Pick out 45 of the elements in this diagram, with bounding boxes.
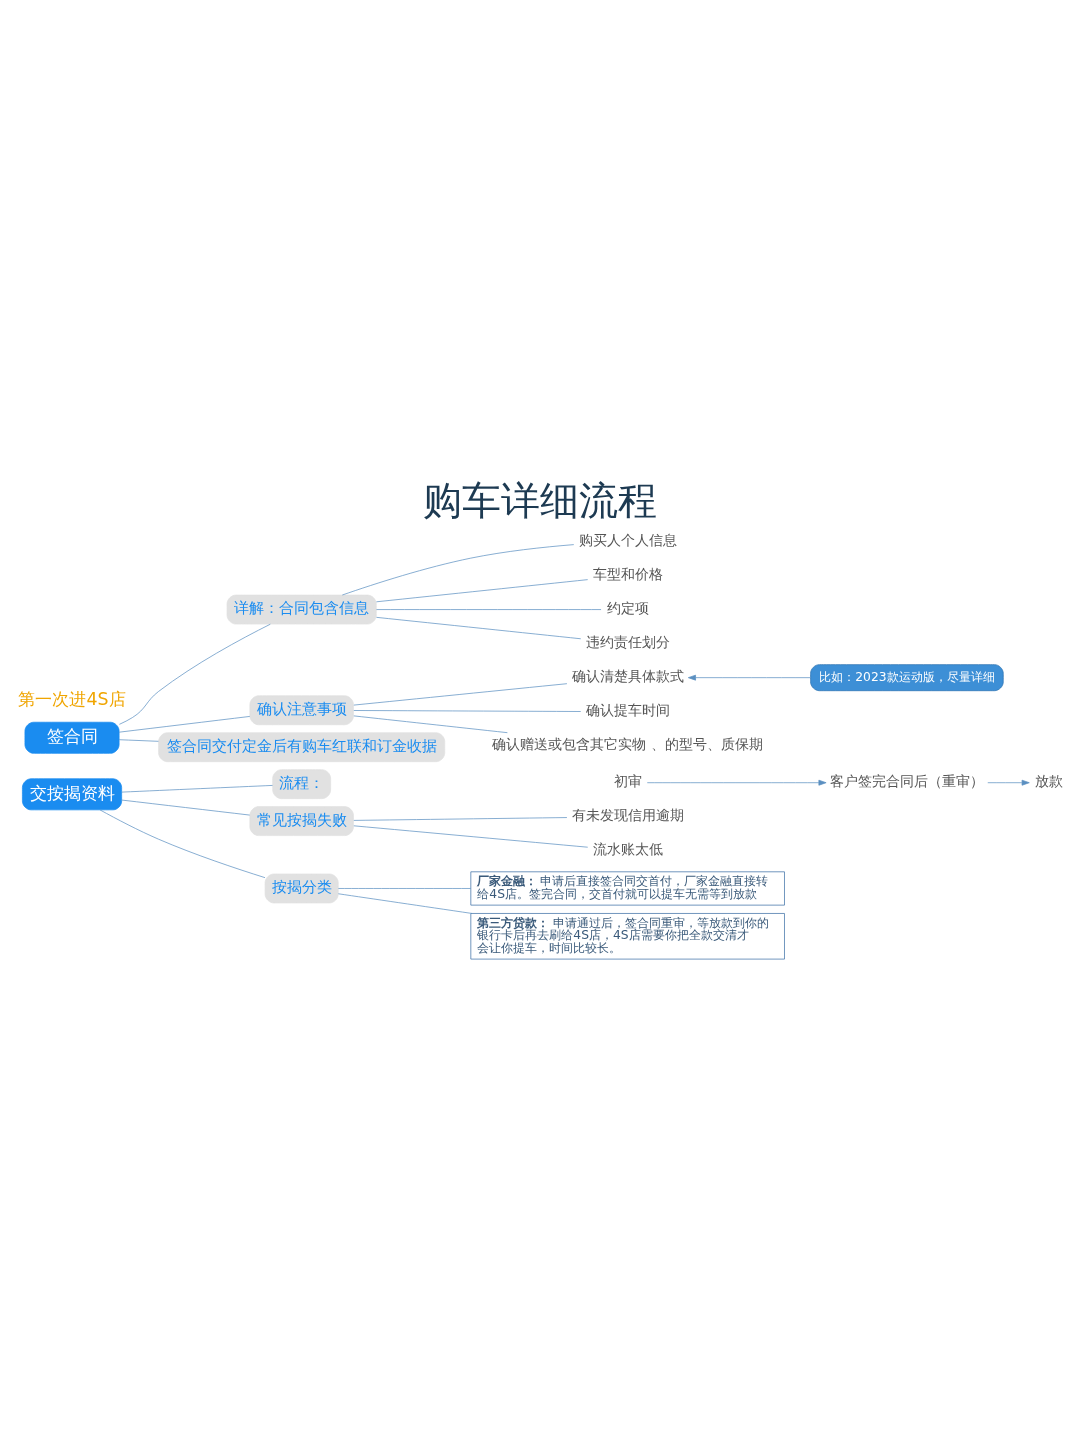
connector bbox=[353, 683, 568, 706]
node-box: 按揭分类 bbox=[264, 873, 339, 904]
node-box: 签合同交付定金后有购车红联和订金收据 bbox=[158, 732, 446, 763]
node-box: 确认注意事项 bbox=[249, 695, 354, 726]
connector bbox=[376, 609, 602, 610]
arrow bbox=[687, 674, 811, 681]
node-text: 购买人个人信息 bbox=[578, 531, 677, 548]
connector bbox=[353, 825, 589, 848]
node-text: 流水账太低 bbox=[592, 841, 663, 858]
connector bbox=[118, 716, 251, 733]
node-text: 车型和价格 bbox=[592, 565, 663, 582]
node-text: 违约责任划分 bbox=[585, 634, 670, 651]
node-box: 厂家金融： 申请后直接签合同交首付，厂家金融直接转给4S店。签完合同，交首付就可以提车无需等到放款 bbox=[470, 871, 785, 906]
node-box: 交按揭资料 bbox=[22, 778, 122, 811]
arrow bbox=[646, 779, 827, 786]
node-text: 确认清楚具体款式 bbox=[571, 668, 684, 685]
node-text: 约定项 bbox=[606, 599, 649, 616]
node-text: 初审 bbox=[613, 773, 642, 790]
node-text: 确认提车时间 bbox=[585, 702, 670, 719]
arrow bbox=[987, 779, 1030, 786]
connector bbox=[376, 579, 589, 603]
connector bbox=[121, 799, 251, 816]
node-text: 客户签完合同后（重审） bbox=[829, 773, 984, 790]
node-box: 详解：合同包含信息 bbox=[226, 594, 377, 625]
node-text: 确认赠送或包含其它实物 、的型号、质保期 bbox=[492, 736, 763, 753]
node-box: 签合同 bbox=[24, 721, 120, 754]
connector bbox=[99, 809, 266, 878]
node-box: 比如：2023款运动版，尽量详细 bbox=[810, 664, 1004, 692]
connector bbox=[119, 623, 271, 725]
node-box: 流程： bbox=[272, 769, 331, 799]
connector bbox=[353, 715, 508, 734]
label: 第一次进4S店 bbox=[18, 689, 126, 710]
connector bbox=[338, 888, 472, 889]
node-text: 放款 bbox=[1034, 773, 1063, 790]
node-box: 第三方贷款： 申请通过后，签合同重审，等放款到你的银行卡后再去刷给4S店，4S店需要你把全款交清才会让你提车，时间比较长。 bbox=[470, 913, 785, 960]
connector bbox=[338, 893, 473, 914]
connector bbox=[118, 739, 159, 742]
node-box: 常见按揭失败 bbox=[249, 806, 354, 836]
connector bbox=[121, 785, 273, 793]
connector bbox=[353, 817, 568, 821]
connector bbox=[353, 710, 582, 712]
node-text: 有未发现信用逾期 bbox=[571, 807, 684, 824]
connector bbox=[376, 616, 582, 640]
diagram-title: 购车详细流程 bbox=[423, 478, 657, 524]
connector bbox=[341, 544, 575, 596]
